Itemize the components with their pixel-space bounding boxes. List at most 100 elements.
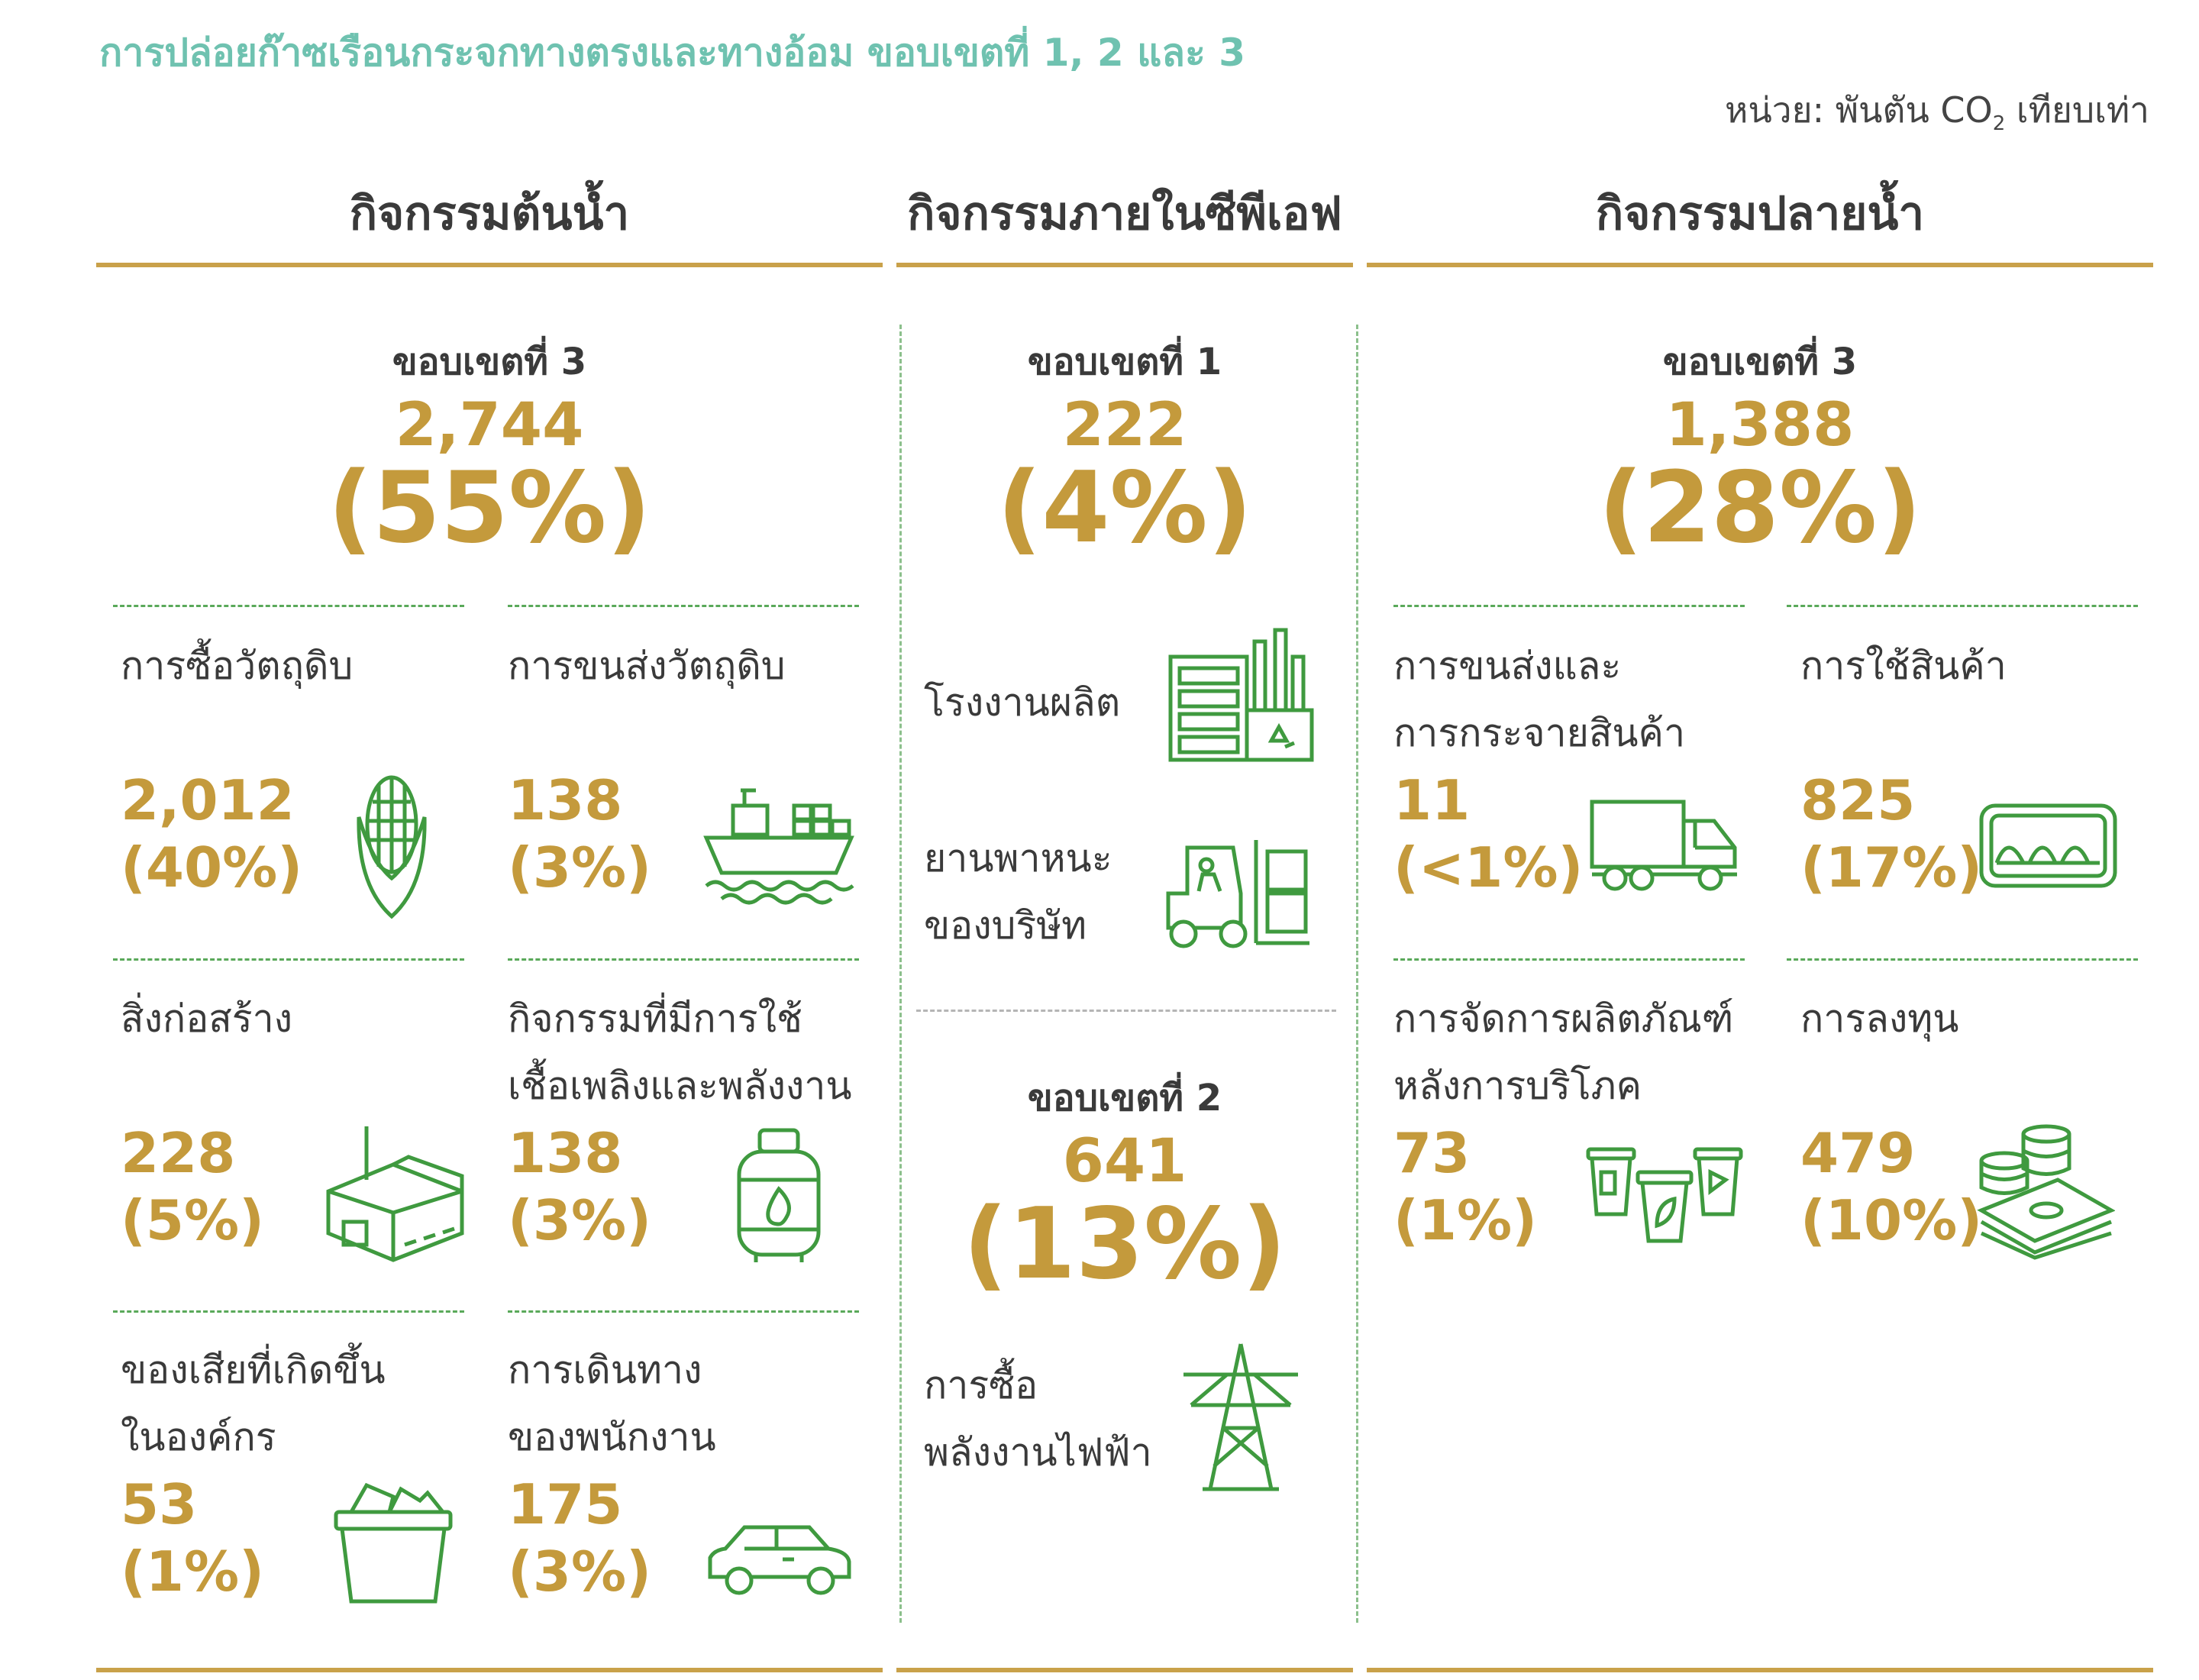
- item-construction: สิ่งก่อสร้าง 228 (5%): [121, 985, 480, 1291]
- scope-label: ขอบเขตที่ 3: [392, 341, 587, 383]
- item-raw-material-purchase: การซื้อวัตถุดิบ 2,012 (40%): [121, 632, 480, 938]
- page-title: การปล่อยก๊าซเรือนกระจกทางตรงและทางอ้อม ข…: [99, 31, 1246, 75]
- scope-label: ขอบเขตที่ 2: [1027, 1077, 1222, 1119]
- item-value: 138: [508, 1121, 623, 1185]
- scope-label: ขอบเขตที่ 3: [1662, 341, 1858, 383]
- item-label-line2: การกระจายสินค้า: [1393, 711, 1686, 755]
- truck-icon: [1588, 794, 1741, 893]
- item-employee-commute: การเดินทาง ของพนักงาน 175 (3%): [508, 1336, 867, 1642]
- scope-value: 641: [1062, 1127, 1187, 1196]
- divider: [508, 1310, 859, 1313]
- item-label-line2: ของพนักงาน: [508, 1415, 716, 1459]
- item-label: การซื้อวัตถุดิบ: [121, 644, 354, 688]
- scope3-upstream-summary: ขอบเขตที่ 3 2,744 (55%): [96, 333, 883, 563]
- footer-rule-internal: [896, 1668, 1353, 1672]
- item-label: สิ่งก่อสร้าง: [121, 997, 293, 1041]
- heading-rule-upstream: [96, 263, 883, 267]
- divider: [1787, 605, 2138, 607]
- item-distribution: การขนส่งและ การกระจายสินค้า 11 (<1%): [1393, 632, 1752, 938]
- scope2-summary: ขอบเขตที่ 2 641 (13%): [896, 1069, 1353, 1299]
- item-value: 2,012: [121, 768, 295, 832]
- heading-rule-downstream: [1367, 263, 2153, 267]
- scope-value: 2,744: [395, 391, 584, 460]
- item-value: 228: [121, 1121, 236, 1185]
- item-percent: (3%): [508, 835, 652, 900]
- item-company-vehicles: ยานพาหนะ ของบริษัท: [924, 825, 1112, 959]
- unit-label: หน่วย: พันตัน CO2 เทียบเท่า: [1725, 89, 2149, 136]
- building-icon: [321, 1123, 466, 1264]
- item-label-line2: เชื้อเพลิงและพลังงาน: [508, 1064, 852, 1108]
- item-investments: การลงทุน 479 (10%): [1800, 985, 2159, 1291]
- item-label: การใช้สินค้า: [1800, 644, 2007, 688]
- divider: [1393, 605, 1745, 607]
- item-raw-material-transport: การขนส่งวัตถุดิบ 138 (3%): [508, 632, 867, 938]
- divider: [113, 605, 464, 607]
- item-label: ของเสียที่เกิดขึ้น: [121, 1348, 386, 1392]
- column-divider-right: [1356, 325, 1358, 1623]
- scope-percent: (13%): [963, 1187, 1287, 1301]
- recycle-bins-icon: [1584, 1138, 1745, 1245]
- item-value: 53: [121, 1472, 198, 1536]
- heading-internal: กิจกรรมภายในซีพีเอฟ: [907, 187, 1342, 241]
- money-stack-icon: [1974, 1119, 2115, 1260]
- item-value: 73: [1393, 1121, 1471, 1185]
- heading-downstream: กิจกรรมปลายน้ำ: [1595, 187, 1925, 241]
- item-label-line2: ในองค์กร: [121, 1415, 276, 1459]
- item-value: 138: [508, 768, 623, 832]
- heading-upstream: กิจกรรมต้นน้ำ: [349, 187, 630, 241]
- waste-basket-icon: [328, 1470, 458, 1607]
- item-label: การขนส่งและ: [1393, 644, 1622, 688]
- column-divider-left: [899, 325, 902, 1623]
- heading-rule-internal: [896, 263, 1353, 267]
- item-waste: ของเสียที่เกิดขึ้น ในองค์กร 53 (1%): [121, 1336, 480, 1642]
- item-value: 825: [1800, 768, 1916, 832]
- cargo-ship-icon: [702, 783, 855, 905]
- item-product-use: การใช้สินค้า 825 (17%): [1800, 632, 2159, 938]
- item-value: 11: [1393, 768, 1471, 832]
- scope3-downstream-summary: ขอบเขตที่ 3 1,388 (28%): [1367, 333, 2153, 563]
- scope-percent: (28%): [1598, 451, 1922, 565]
- item-label-line2: พลังงานไฟฟ้า: [924, 1430, 1152, 1475]
- divider: [508, 605, 859, 607]
- power-tower-icon: [1176, 1340, 1306, 1493]
- item-end-of-life: การจัดการผลิตภัณฑ์ หลังการบริโภค 73 (1%): [1393, 985, 1752, 1291]
- item-percent: (1%): [1393, 1188, 1538, 1252]
- item-label: ยานพาหนะ: [924, 836, 1112, 880]
- footer-rule-downstream: [1367, 1668, 2153, 1672]
- item-value: 479: [1800, 1121, 1916, 1185]
- item-label-line2: หลังการบริโภค: [1393, 1064, 1642, 1108]
- item-purchased-electricity: การซื้อ พลังงานไฟฟ้า: [924, 1352, 1152, 1486]
- item-percent: (5%): [121, 1188, 265, 1252]
- scope-percent: (55%): [328, 451, 651, 565]
- scope-label: ขอบเขตที่ 1: [1027, 341, 1222, 383]
- factory-icon: [1164, 626, 1317, 764]
- item-value: 175: [508, 1472, 623, 1536]
- gas-cylinder-icon: [733, 1126, 825, 1264]
- item-label: การลงทุน: [1800, 997, 1959, 1041]
- item-label: กิจกรรมที่มีการใช้: [508, 997, 802, 1041]
- divider: [1393, 958, 1745, 961]
- item-percent: (10%): [1800, 1188, 1983, 1252]
- item-percent: (17%): [1800, 835, 1983, 900]
- item-percent: (3%): [508, 1188, 652, 1252]
- scope-percent: (4%): [996, 451, 1253, 565]
- scope1-summary: ขอบเขตที่ 1 222 (4%): [896, 333, 1353, 563]
- item-production-plant-label: โรงงานผลิต: [924, 680, 1121, 725]
- item-label: การจัดการผลิตภัณฑ์: [1393, 997, 1734, 1041]
- footer-rule-upstream: [96, 1668, 883, 1672]
- scope-value: 222: [1062, 391, 1187, 460]
- item-label-line2: ของบริษัท: [924, 903, 1087, 948]
- divider: [113, 958, 464, 961]
- egg-tray-icon: [1978, 802, 2119, 890]
- divider: [113, 1310, 464, 1313]
- scope-value: 1,388: [1665, 391, 1855, 460]
- item-percent: (40%): [121, 835, 303, 900]
- divider: [916, 1010, 1336, 1012]
- item-label: การขนส่งวัตถุดิบ: [508, 644, 786, 688]
- item-percent: (<1%): [1393, 835, 1584, 900]
- divider: [1787, 958, 2138, 961]
- divider: [508, 958, 859, 961]
- forklift-icon: [1161, 836, 1313, 951]
- item-label: การเดินทาง: [508, 1348, 702, 1392]
- item-fuel-energy: กิจกรรมที่มีการใช้ เชื้อเพลิงและพลังงาน …: [508, 985, 867, 1291]
